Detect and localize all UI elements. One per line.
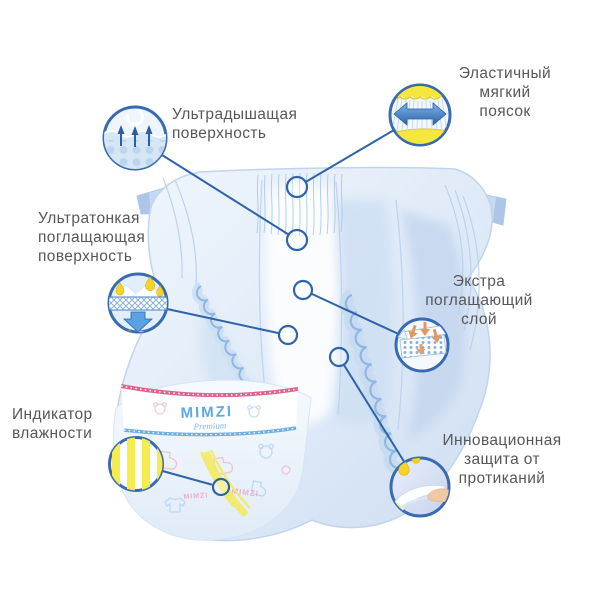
label-elastic-waistband: Эластичный мягкий поясок: [458, 65, 552, 120]
callout-line-leak: [343, 364, 405, 463]
wetness-indicator-stripe: [199, 449, 251, 518]
label-extra-layer: Экстра поглащающий слой: [425, 273, 533, 328]
callout-line-extra: [311, 293, 399, 335]
callout-anchor-elastic: [285, 175, 309, 199]
callout-line-breathable: [161, 154, 290, 236]
brand-print-small-1: MIMZI: [183, 492, 208, 501]
indicator-stripes: [112, 437, 163, 491]
callout-lines: [161, 129, 405, 486]
brand-sublabel: Premium: [192, 420, 226, 431]
front-panel: MIMZI Premium MIMZI MIMZI: [113, 379, 312, 541]
callout-line-moisture: [161, 470, 213, 486]
diaper-illustration: MIMZI Premium MIMZI MIMZI: [113, 166, 507, 542]
callout-anchor-ultrathin: [277, 324, 299, 346]
label-breathable-surface: Ультрадышащая поверхность: [172, 106, 298, 142]
callout-anchors: [211, 175, 350, 497]
side-pleats: [162, 177, 480, 431]
callout-anchor-breathable: [285, 228, 309, 252]
callout-line-ultrathin: [166, 308, 279, 334]
brand-logo: MIMZI: [180, 403, 233, 422]
label-ultrathin-surface: Ультратонкая поглащающая поверхность: [38, 210, 146, 265]
front-waistband: MIMZI Premium: [120, 384, 299, 437]
extra-absorbent-layer-icon: [394, 317, 450, 373]
label-leak-protection: Инновационная защита от протиканий: [442, 432, 562, 487]
brand-print-small-2: MIMZI: [231, 487, 259, 499]
moisture-indicator-icon: [108, 436, 164, 492]
callout-anchor-moisture: [211, 477, 231, 497]
label-moisture-indicator: Индикатор влажности: [12, 406, 93, 442]
callout-anchor-extra: [292, 279, 314, 301]
callout-line-elastic: [304, 129, 395, 183]
elastic-soft-waistband-icon: [388, 83, 452, 147]
breathable-surface-icon: [102, 105, 168, 171]
callout-anchor-leak: [328, 346, 350, 368]
